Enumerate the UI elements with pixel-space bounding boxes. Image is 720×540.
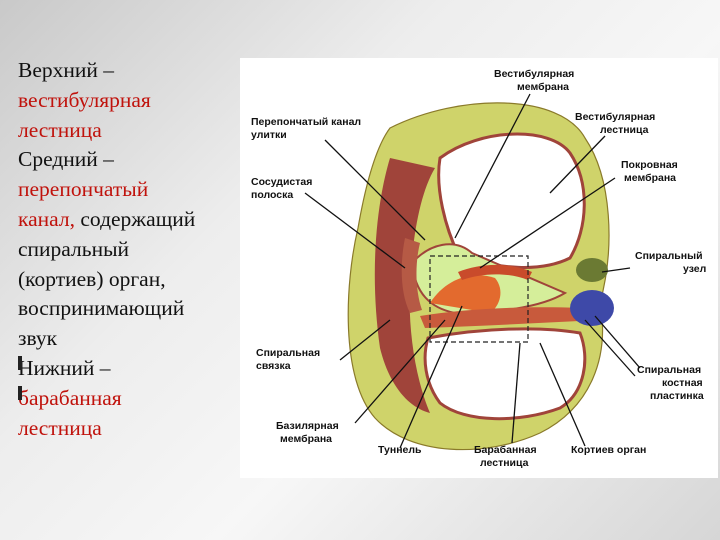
label-tunnel: Туннель <box>378 444 422 456</box>
spiral-ganglion <box>576 258 608 282</box>
scala-vestibuli <box>437 132 586 269</box>
middle-desc-2: канал, содержащий <box>18 205 243 235</box>
label-scala-tympani-1: Барабанная <box>474 444 537 456</box>
label-basilar-1: Базилярная <box>276 420 339 432</box>
label-osseous-lamina-3: пластинка <box>650 390 704 402</box>
leader-lines <box>304 93 641 449</box>
label-scala-vestibuli-1: Вестибулярная <box>575 111 655 123</box>
label-basilar-2: мембрана <box>280 433 332 445</box>
slide-text-panel: Верхний – вестибулярная лестница Средний… <box>18 56 243 443</box>
label-scala-vestibuli-2: лестница <box>600 124 649 136</box>
lower-desc-2: лестница <box>18 415 102 440</box>
label-scala-tympani-2: лестница <box>480 457 529 469</box>
label-cochlear-duct-1: Перепончатый канал <box>251 116 361 128</box>
label-cochlear-duct-2: улитки <box>251 129 287 141</box>
label-spiral-ligament-2: связка <box>256 360 291 372</box>
label-spiral-ligament-1: Спиральная <box>256 347 320 359</box>
cochlea-diagram: Вестибулярная мембрана Перепончатый кана… <box>240 58 718 478</box>
label-organ-of-corti: Кортиев орган <box>571 444 646 456</box>
middle-desc-1: перепончатый <box>18 177 149 202</box>
cochlear-nerve <box>570 290 614 326</box>
organ-of-corti <box>430 275 501 313</box>
label-osseous-lamina-1: Спиральная <box>637 364 701 376</box>
upper-desc-2: лестница <box>18 117 102 142</box>
label-osseous-lamina-2: костная <box>662 377 703 389</box>
label-vestibular-membrane-1: Вестибулярная <box>494 68 574 80</box>
middle-desc-2-red: канал, <box>18 206 76 231</box>
basilar-band <box>420 307 600 328</box>
label-stria-1: Сосудистая <box>251 176 312 188</box>
upper-label: Верхний – <box>18 58 115 82</box>
label-spiral-ganglion-2: узел <box>683 263 706 275</box>
tectorial-membrane <box>458 264 532 280</box>
lower-desc-1: барабанная <box>18 385 122 410</box>
label-stria-2: полоска <box>251 189 293 201</box>
stria-vascularis <box>401 238 422 313</box>
label-tectorial-2: мембрана <box>624 172 676 184</box>
middle-desc-5: воспринимающий <box>18 296 185 321</box>
upper-desc-1: вестибулярная <box>18 87 151 112</box>
middle-desc-6: звук <box>18 326 58 351</box>
middle-desc-4: (кортиев) орган, <box>18 266 166 291</box>
cochlea-cross-section: Вестибулярная мембрана Перепончатый кана… <box>251 68 706 469</box>
bullet-marker <box>18 356 22 370</box>
middle-desc-3: спиральный <box>18 236 130 261</box>
bullet-marker <box>18 386 22 400</box>
diagram-labels: Вестибулярная мембрана Перепончатый кана… <box>251 68 706 469</box>
middle-label: Средний – <box>18 147 114 172</box>
middle-desc-2-rest: содержащий <box>75 206 196 231</box>
scala-tympani <box>423 327 587 421</box>
label-spiral-ganglion-1: Спиральный <box>635 250 703 262</box>
label-tectorial-1: Покровная <box>621 159 678 171</box>
corti-zoom-box <box>429 255 529 343</box>
label-vestibular-membrane-2: мембрана <box>517 81 569 93</box>
lower-label: Нижний – <box>18 355 111 380</box>
